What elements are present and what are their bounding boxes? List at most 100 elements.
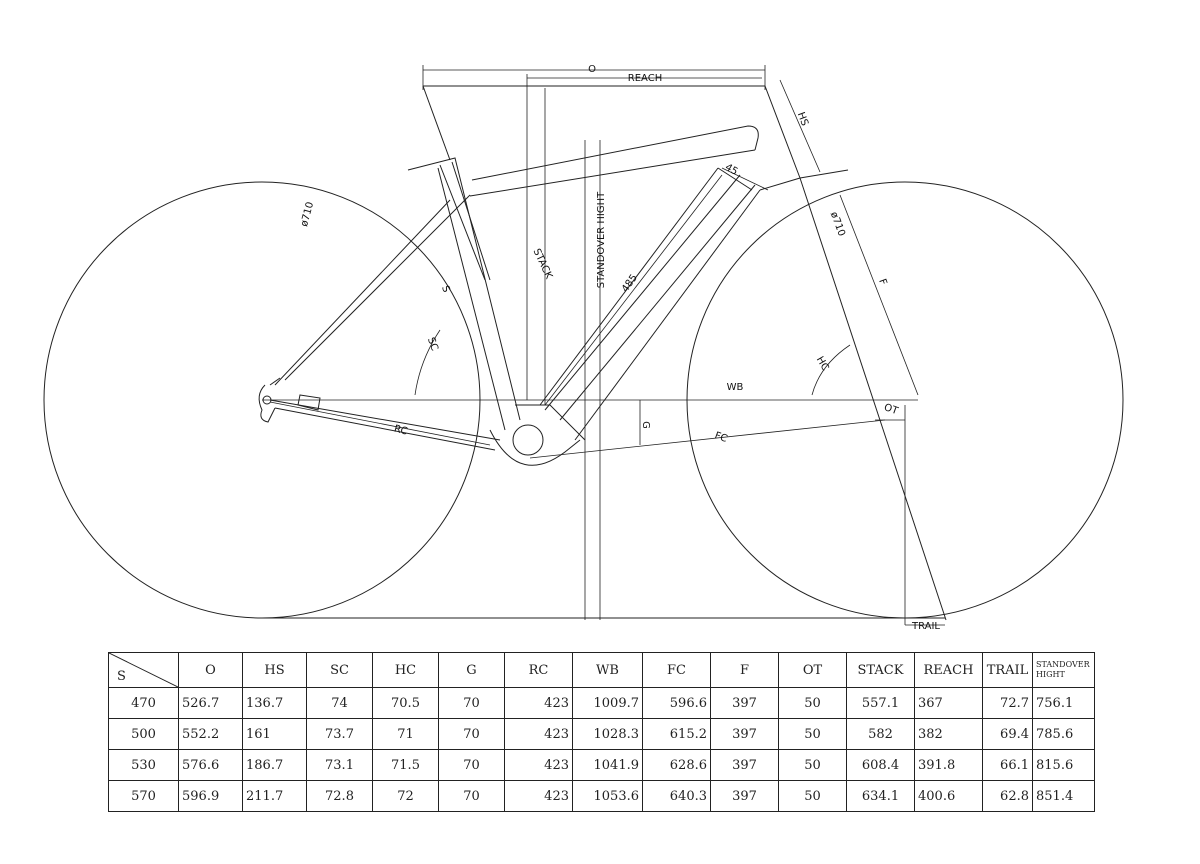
table-cell: 552.2 bbox=[178, 718, 243, 750]
table-cell: 72.8 bbox=[306, 780, 373, 812]
table-cell: 582 bbox=[846, 718, 915, 750]
geometry-table: S O HS SC HC G RC WB FC F OT STACK REACH… bbox=[108, 652, 1095, 812]
label-reach: REACH bbox=[628, 73, 662, 84]
header-hs: HS bbox=[242, 652, 307, 688]
label-ot: OT bbox=[882, 402, 900, 417]
table-cell: 66.1 bbox=[982, 749, 1033, 781]
table-cell: 69.4 bbox=[982, 718, 1033, 750]
table-cell: 71 bbox=[372, 718, 439, 750]
table-cell: 423 bbox=[504, 780, 573, 812]
table-cell: 72.7 bbox=[982, 687, 1033, 719]
header-hc: HC bbox=[372, 652, 439, 688]
size-cell: 500 bbox=[108, 718, 179, 750]
table-cell: 815.6 bbox=[1032, 749, 1095, 781]
table-cell: 74 bbox=[306, 687, 373, 719]
label-f: F bbox=[876, 278, 888, 287]
table-cell: 400.6 bbox=[914, 780, 983, 812]
label-o: O bbox=[588, 64, 596, 75]
table-cell: 136.7 bbox=[242, 687, 307, 719]
table-cell: 71.5 bbox=[372, 749, 439, 781]
size-corner-header: S bbox=[108, 652, 179, 688]
table-cell: 186.7 bbox=[242, 749, 307, 781]
table-cell: 397 bbox=[710, 749, 779, 781]
table-cell: 1041.9 bbox=[572, 749, 643, 781]
size-label: S bbox=[117, 669, 126, 684]
table-cell: 397 bbox=[710, 718, 779, 750]
header-ot: OT bbox=[778, 652, 847, 688]
table-cell: 576.6 bbox=[178, 749, 243, 781]
table-cell: 161 bbox=[242, 718, 307, 750]
label-front-wheel-diameter: ø710 bbox=[828, 210, 847, 237]
table-cell: 615.2 bbox=[642, 718, 711, 750]
size-cell: 530 bbox=[108, 749, 179, 781]
table-cell: 526.7 bbox=[178, 687, 243, 719]
table-cell: 50 bbox=[778, 749, 847, 781]
table-cell: 62.8 bbox=[982, 780, 1033, 812]
table-cell: 73.1 bbox=[306, 749, 373, 781]
size-cell: 470 bbox=[108, 687, 179, 719]
label-rear-wheel-diameter: ø710 bbox=[299, 201, 316, 228]
table-cell: 50 bbox=[778, 780, 847, 812]
table-cell: 391.8 bbox=[914, 749, 983, 781]
label-trail: TRAIL bbox=[911, 621, 940, 632]
table-cell: 628.6 bbox=[642, 749, 711, 781]
label-rc: RC bbox=[393, 424, 409, 438]
table-cell: 70 bbox=[438, 687, 505, 719]
label-wb: WB bbox=[727, 382, 744, 393]
label-sc: SC bbox=[425, 336, 440, 352]
label-standover: STANDOVER HIGHT bbox=[596, 191, 607, 288]
label-hs: HS bbox=[795, 111, 810, 128]
table-cell: 397 bbox=[710, 780, 779, 812]
label-stack: STACK bbox=[531, 247, 555, 281]
label-g: G bbox=[640, 421, 651, 429]
table-cell: 73.7 bbox=[306, 718, 373, 750]
table-cell: 50 bbox=[778, 718, 847, 750]
table-cell: 851.4 bbox=[1032, 780, 1095, 812]
header-wb: WB bbox=[572, 652, 643, 688]
table-cell: 640.3 bbox=[642, 780, 711, 812]
bike-geometry-drawing: O REACH HS ø710 ø710 45 STACK STANDOVER … bbox=[43, 64, 1124, 632]
header-f: F bbox=[710, 652, 779, 688]
label-hc: HC bbox=[814, 355, 831, 373]
table-cell: 72 bbox=[372, 780, 439, 812]
header-reach: REACH bbox=[914, 652, 983, 688]
header-g: G bbox=[438, 652, 505, 688]
table-cell: 50 bbox=[778, 687, 847, 719]
label-s: S bbox=[439, 284, 452, 294]
header-rc: RC bbox=[504, 652, 573, 688]
frame bbox=[258, 85, 947, 621]
dimension-lines bbox=[262, 65, 945, 626]
table-cell: 423 bbox=[504, 718, 573, 750]
table-cell: 785.6 bbox=[1032, 718, 1095, 750]
table-cell: 608.4 bbox=[846, 749, 915, 781]
table-cell: 367 bbox=[914, 687, 983, 719]
table-cell: 756.1 bbox=[1032, 687, 1095, 719]
header-o: O bbox=[178, 652, 243, 688]
table-cell: 596.9 bbox=[178, 780, 243, 812]
table-cell: 397 bbox=[710, 687, 779, 719]
header-standover-hight: STANDOVER HIGHT bbox=[1032, 652, 1095, 688]
corner-diagonal bbox=[109, 653, 178, 687]
table-cell: 70 bbox=[438, 718, 505, 750]
label-fc: FC bbox=[713, 430, 729, 445]
header-sc: SC bbox=[306, 652, 373, 688]
table-cell: 211.7 bbox=[242, 780, 307, 812]
table-cell: 423 bbox=[504, 687, 573, 719]
table-cell: 557.1 bbox=[846, 687, 915, 719]
table-cell: 382 bbox=[914, 718, 983, 750]
table-cell: 70 bbox=[438, 780, 505, 812]
header-trail: TRAIL bbox=[982, 652, 1033, 688]
table-cell: 70.5 bbox=[372, 687, 439, 719]
header-fc: FC bbox=[642, 652, 711, 688]
table-cell: 1053.6 bbox=[572, 780, 643, 812]
table-cell: 1009.7 bbox=[572, 687, 643, 719]
header-stack: STACK bbox=[846, 652, 915, 688]
table-cell: 596.6 bbox=[642, 687, 711, 719]
table-cell: 70 bbox=[438, 749, 505, 781]
table-cell: 423 bbox=[504, 749, 573, 781]
table-cell: 1028.3 bbox=[572, 718, 643, 750]
